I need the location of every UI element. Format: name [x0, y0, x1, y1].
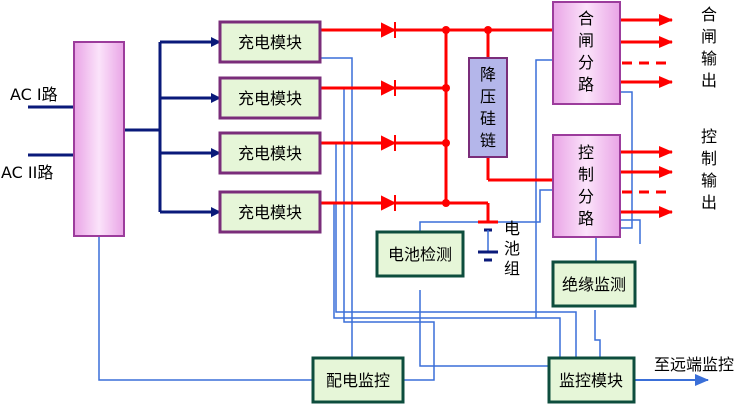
- battery-group-label: 电 池 组: [504, 219, 520, 278]
- closing-output-char: 合: [701, 5, 717, 24]
- closing-output-char: 闸: [701, 27, 717, 46]
- battery-group-char: 池: [504, 239, 520, 258]
- control-output-char: 制: [701, 149, 717, 168]
- ac-input-1-label: AC I路: [10, 85, 58, 104]
- diodes: [381, 22, 397, 211]
- control-output-label: 控 制 输 出: [701, 127, 717, 212]
- closing-branch: 合 闸 分 路: [552, 1, 621, 105]
- closing-output-label: 合 闸 输 出: [701, 5, 717, 90]
- control-output-char: 出: [701, 193, 717, 212]
- step-down-chain-char: 降: [480, 65, 496, 84]
- charging-module-label: 充电模块: [238, 33, 302, 52]
- control-output-char: 控: [701, 127, 717, 146]
- monitor-module-label: 监控模块: [559, 371, 623, 390]
- step-down-chain-char: 链: [480, 131, 496, 150]
- closing-output-arrows: [620, 14, 673, 88]
- charging-module-label: 充电模块: [238, 144, 302, 163]
- control-branch: 控 制 分 路: [552, 134, 621, 238]
- closing-output-char: 输: [701, 49, 717, 68]
- charging-module-2: 充电模块: [218, 76, 322, 120]
- closing-branch-char: 合: [578, 9, 594, 28]
- power-lines: [320, 28, 553, 222]
- step-down-chain-char: 压: [480, 87, 496, 106]
- closing-branch-char: 路: [578, 75, 594, 94]
- control-output-char: 输: [701, 171, 717, 190]
- charging-module-3: 充电模块: [218, 131, 322, 175]
- control-branch-char: 路: [578, 209, 594, 228]
- charging-module-1: 充电模块: [218, 20, 322, 64]
- control-branch-char: 控: [578, 143, 594, 162]
- step-down-chain-char: 硅: [480, 109, 496, 128]
- battery-detect-box: 电池检测: [375, 230, 465, 278]
- charging-module-label: 充电模块: [238, 89, 302, 108]
- distribution-monitor-label: 配电监控: [326, 371, 390, 390]
- closing-branch-char: 分: [578, 53, 594, 72]
- distribution-monitor-box: 配电监控: [311, 356, 405, 404]
- charging-module-label: 充电模块: [238, 203, 302, 222]
- closing-output-char: 出: [701, 71, 717, 90]
- battery-group-char: 电: [504, 219, 520, 238]
- power-nodes: [442, 26, 492, 207]
- battery-detect-label: 电池检测: [388, 245, 452, 264]
- step-down-silicon-chain: 降 压 硅 链: [468, 57, 508, 158]
- ac-input-2-label: AC II路: [1, 163, 53, 182]
- monitor-module-box: 监控模块: [547, 356, 636, 404]
- control-branch-char: 制: [578, 165, 594, 184]
- insulation-monitor-box: 绝缘监测: [551, 260, 637, 308]
- battery-symbol: [478, 220, 498, 262]
- closing-branch-char: 闸: [578, 31, 594, 50]
- battery-group-char: 组: [504, 259, 520, 278]
- control-branch-char: 分: [578, 187, 594, 206]
- ac-input-switch-panel: [73, 41, 125, 237]
- control-output-arrows: [620, 146, 673, 218]
- charging-module-4: 充电模块: [218, 190, 322, 234]
- insulation-monitor-label: 绝缘监测: [562, 275, 626, 294]
- remote-monitor-label: 至远端监控: [654, 355, 734, 374]
